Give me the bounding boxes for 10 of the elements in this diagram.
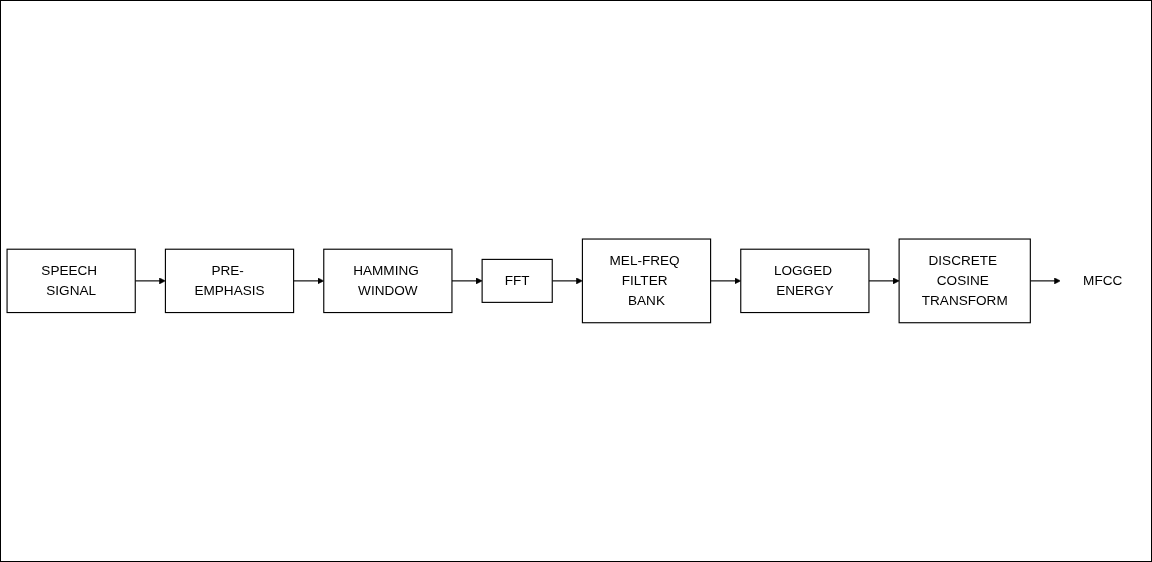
node-box: DISCRETE COSINE TRANSFORM xyxy=(898,238,1031,324)
arrow xyxy=(451,277,483,285)
node-box: PRE- EMPHASIS xyxy=(164,248,295,314)
node-text: MFCC xyxy=(1083,273,1123,289)
node-box: HAMMING WINDOW xyxy=(323,248,453,314)
node-box: MEL-FREQ FILTER BANK xyxy=(581,238,712,324)
node-box: LOGGED ENERGY xyxy=(740,248,870,314)
arrow xyxy=(868,277,900,285)
node-box: SPEECH SIGNAL xyxy=(6,248,136,314)
node-box: FFT xyxy=(481,258,553,304)
